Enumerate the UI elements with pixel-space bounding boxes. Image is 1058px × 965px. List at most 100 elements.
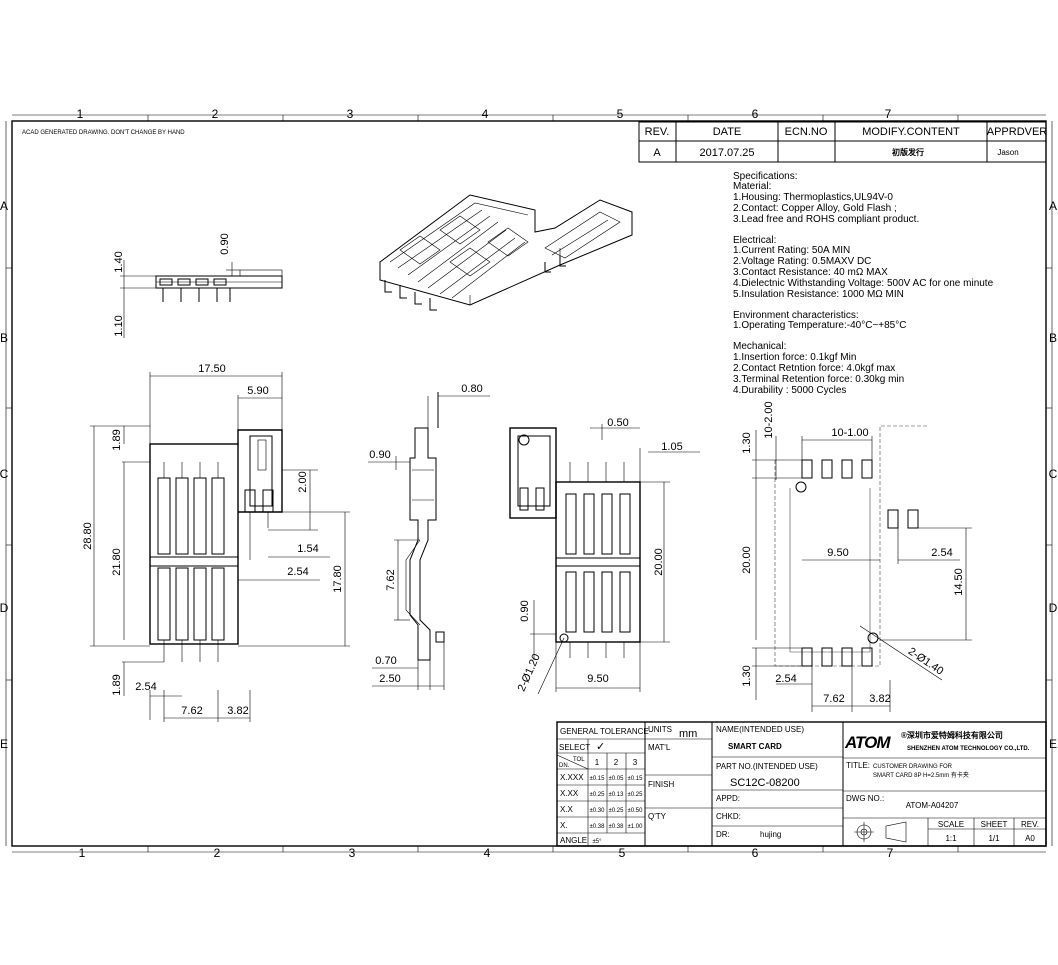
sheet-border — [5, 114, 1053, 853]
dim-label: 10-2.00 — [763, 401, 775, 438]
specifications-block: Specifications: Material: 1.Housing: The… — [733, 171, 994, 396]
zone-label: E — [1049, 737, 1057, 751]
zone-label: 2 — [212, 107, 219, 121]
zone-label: 4 — [482, 107, 489, 121]
dim-label: 17.50 — [198, 363, 226, 375]
zone-label: A — [1049, 199, 1057, 213]
part-value: SC12C-08200 — [730, 777, 800, 789]
part-label: PART NO.(INTENDED USE) — [716, 762, 818, 771]
zone-label: 5 — [619, 846, 626, 860]
spec-line: 1.Operating Temperature:-40°C~+85°C — [733, 320, 906, 331]
tol-value: ±0.05 — [609, 776, 625, 782]
zone-label: 7 — [885, 107, 892, 121]
angle-label: ANGLE — [560, 836, 587, 845]
modify-header: MODIFY.CONTENT — [862, 126, 960, 138]
dim-label: 14.50 — [953, 568, 965, 596]
angle-value: ±5° — [592, 839, 602, 845]
zone-label: 4 — [484, 846, 491, 860]
dim-label: 1.40 — [113, 251, 125, 272]
dim-label: 28.80 — [82, 522, 94, 550]
dim-label: 7.62 — [385, 569, 397, 590]
spec-line: 2.Contact Retntion force: 4.0kgf max — [733, 363, 895, 374]
zone-label: 1 — [79, 846, 86, 860]
tol-value: ±0.25 — [590, 792, 606, 798]
appd-label: APPD: — [716, 794, 740, 803]
projection-symbol-icon — [854, 821, 907, 843]
zone-label: C — [0, 467, 9, 481]
dr-label: DR: — [716, 830, 730, 839]
zone-label: E — [0, 737, 8, 751]
tol-value: ±1.00 — [628, 824, 644, 830]
material-heading: Material: — [733, 181, 771, 192]
dim-label: 7.62 — [823, 693, 844, 705]
dim-row-label: DN. — [559, 763, 570, 769]
company-logo: ATOM — [844, 733, 891, 752]
dim-label: 1.54 — [297, 543, 318, 555]
zone-label: D — [0, 601, 9, 615]
spec-line: 4.Durability : 5000 Cycles — [733, 385, 846, 396]
zone-label: 6 — [752, 107, 759, 121]
dim-label: 21.80 — [111, 548, 123, 576]
zone-label: B — [1049, 331, 1057, 345]
dim-label: 7.62 — [181, 705, 202, 717]
spec-line: 5.Insulation Resistance: 1000 MΩ MIN — [733, 289, 904, 300]
tol-value: ±0.25 — [628, 792, 644, 798]
zone-label: B — [0, 331, 8, 345]
dim-label: 1.89 — [111, 674, 123, 695]
zone-label: 5 — [617, 107, 624, 121]
zone-label: A — [0, 199, 8, 213]
revision-table: REV. DATE ECN.NO MODIFY.CONTENT APPRDVER… — [638, 121, 1048, 163]
dim-label: 10-1.00 — [831, 427, 868, 439]
zone-label: 1 — [77, 107, 84, 121]
approver-header: APPRDVER — [987, 126, 1048, 138]
dim-label: 9.50 — [827, 547, 848, 559]
dim-label: 0.90 — [219, 233, 231, 254]
tol-label: TOL — [573, 757, 585, 763]
tol-value: ±0.50 — [628, 808, 644, 814]
dim-label: 2.54 — [287, 566, 308, 578]
spec-line: 2.Contact: Copper Alloy, Gold Flash ; — [733, 203, 897, 214]
bottom-view: 0.50 1.05 20.00 0.90 2-Ø1.20 9.50 — [509, 417, 700, 695]
ecn-header: ECN.NO — [785, 126, 828, 138]
spec-line: 1.Insertion force: 0.1kgf Min — [733, 352, 856, 363]
spec-line: 1.Housing: Thermoplastics,UL94V-0 — [733, 192, 893, 203]
dim-label: 1.05 — [661, 441, 682, 453]
dim-label: 0.50 — [607, 417, 628, 429]
date-value: 2017.07.25 — [699, 147, 754, 159]
company-name-cn: ®深圳市爱特姆科技有限公司 — [901, 730, 1003, 740]
dim-label: 1.30 — [741, 665, 753, 686]
chkd-label: CHKD: — [716, 812, 741, 821]
dim-label: 3.82 — [227, 705, 248, 717]
modify-value: 初版发行 — [892, 147, 924, 157]
rev-value: A — [653, 147, 661, 159]
dr-value: hujing — [760, 830, 781, 839]
tol-value: ±0.15 — [590, 776, 606, 782]
tol-value: ±0.38 — [609, 824, 625, 830]
zone-label: 7 — [887, 846, 894, 860]
zone-label: C — [1049, 467, 1058, 481]
rev-label: REV. — [1021, 820, 1039, 829]
dwg-label: DWG NO.: — [846, 794, 884, 803]
spec-line: 3.Lead free and ROHS compliant product. — [733, 214, 919, 225]
spec-line: 3.Contact Resistance: 40 mΩ MAX — [733, 267, 888, 278]
tol-value: ±0.25 — [609, 808, 625, 814]
dim-label: 1.30 — [741, 432, 753, 453]
title-block: GENERAL TOLERANCE SELECT ✓ TOL DN. 1 2 3… — [556, 721, 1047, 847]
tol-col: 1 — [595, 758, 600, 767]
side-view: 0.80 0.90 7.62 0.70 2.50 — [368, 383, 490, 690]
select-checkmark: ✓ — [596, 741, 605, 753]
name-value: SMART CARD — [728, 742, 782, 751]
title-line-2: SMART CARD 8P H=2.5mm 有卡夹 — [873, 771, 969, 779]
tol-col: 2 — [614, 758, 619, 767]
zone-label: 3 — [347, 107, 354, 121]
dim-label: 1.89 — [111, 429, 123, 450]
spec-line: 2.Voltage Rating: 0.5MAXV DC — [733, 256, 871, 267]
scale-value: 1:1 — [945, 834, 957, 843]
dim-label: 0.90 — [369, 449, 390, 461]
material-label: MAT'L — [648, 743, 671, 752]
dim-label: 2.54 — [135, 681, 156, 693]
dim-label: 0.70 — [375, 655, 396, 667]
isometric-view — [379, 194, 633, 311]
dim-label: 5.90 — [247, 385, 268, 397]
tol-row-label: X. — [560, 821, 568, 830]
